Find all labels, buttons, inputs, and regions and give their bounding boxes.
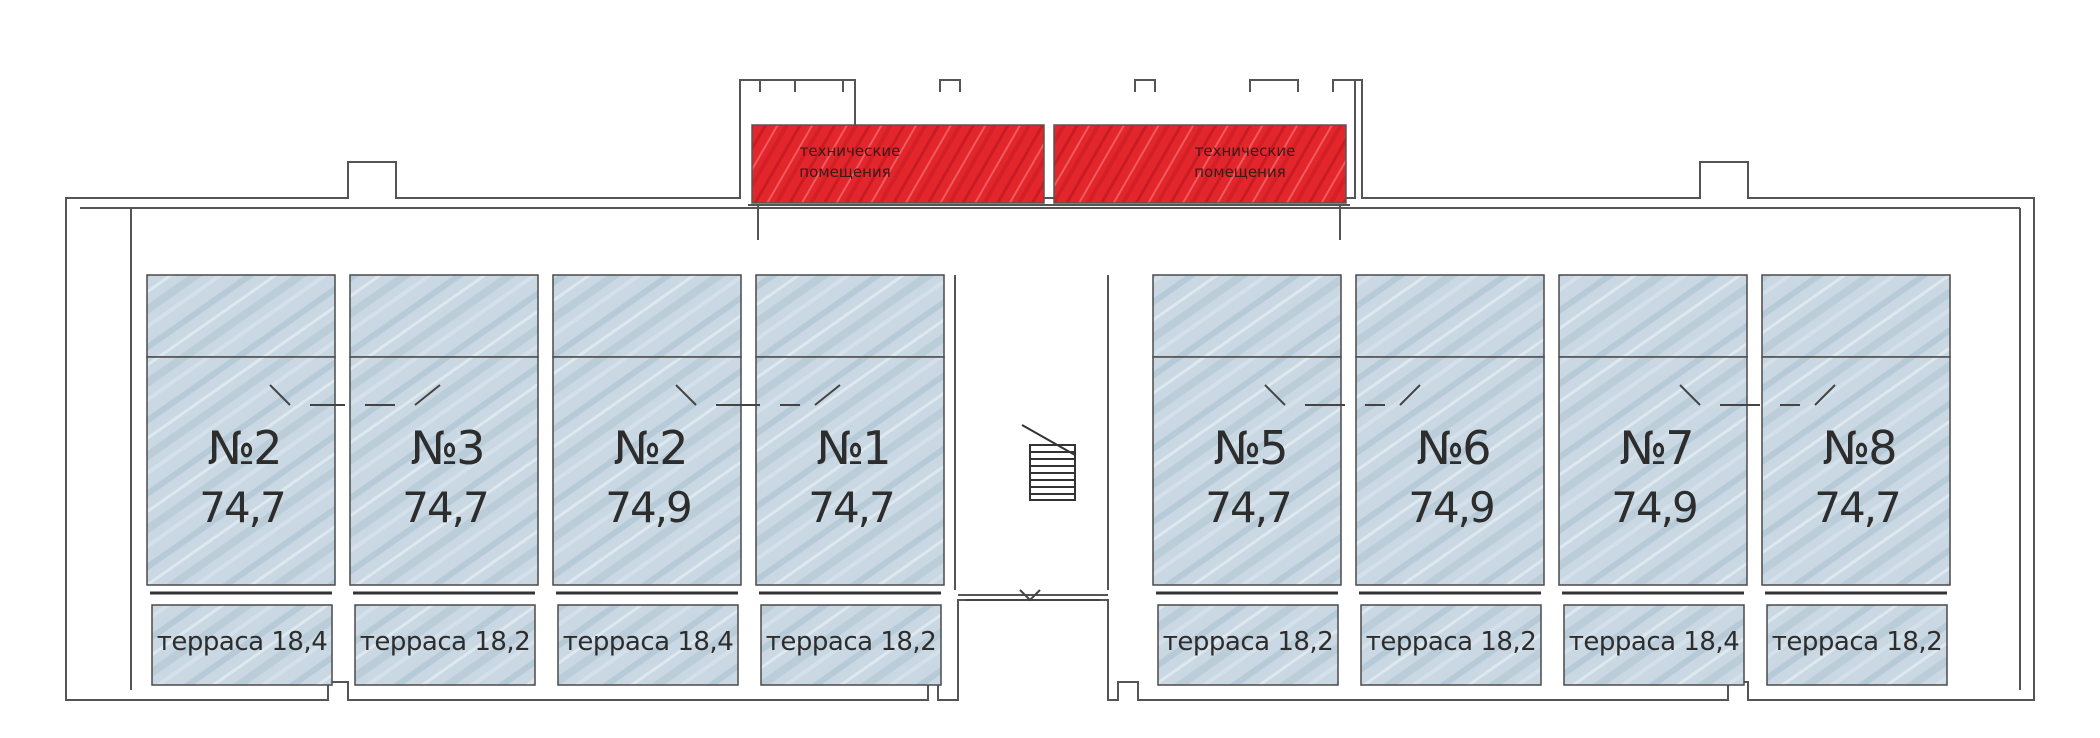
unit-2-room [349, 356, 539, 586]
unit-4[interactable]: №1 74,7 терраса 18,2 [755, 274, 945, 686]
unit-2-terrace-label: терраса 18,2 [360, 627, 530, 657]
unit-4-terrace-label: терраса 18,2 [766, 627, 936, 657]
unit-5-terrace [1157, 604, 1339, 686]
unit-6-room [1355, 356, 1545, 586]
unit-5[interactable]: №5 74,7 терраса 18,2 [1152, 274, 1342, 686]
unit-4-room [755, 356, 945, 586]
tech-room-left-label-1: технические [800, 142, 901, 160]
unit-3-room [552, 356, 742, 586]
unit-2-hall [349, 274, 539, 358]
unit-8-hall [1761, 274, 1951, 358]
unit-3-hall [552, 274, 742, 358]
tech-room-right [1053, 124, 1347, 204]
unit-4-area: 74,7 [808, 483, 894, 532]
unit-2-area: 74,7 [402, 483, 488, 532]
unit-5-terrace-label: терраса 18,2 [1163, 627, 1333, 657]
unit-1-number: №2 [207, 421, 280, 475]
unit-5-room [1152, 356, 1342, 586]
unit-1-terrace-label: терраса 18,4 [157, 627, 327, 657]
unit-2-terrace [354, 604, 536, 686]
unit-1-hall [146, 274, 336, 358]
unit-8-number: №8 [1822, 421, 1895, 475]
unit-4-terrace [760, 604, 942, 686]
unit-3[interactable]: №2 74,9 терраса 18,4 [552, 274, 742, 686]
unit-7-room [1558, 356, 1748, 586]
unit-6-terrace-label: терраса 18,2 [1366, 627, 1536, 657]
unit-6-hall [1355, 274, 1545, 358]
unit-3-area: 74,9 [605, 483, 691, 532]
tech-room-left [751, 124, 1045, 204]
unit-5-hall [1152, 274, 1342, 358]
tech-room-right-label-2: помещения [1194, 163, 1285, 181]
unit-6-area: 74,9 [1408, 483, 1494, 532]
unit-5-area: 74,7 [1205, 483, 1291, 532]
unit-3-number: №2 [613, 421, 686, 475]
unit-3-terrace-label: терраса 18,4 [563, 627, 733, 657]
partition-lines [269, 384, 1836, 602]
unit-8-terrace [1766, 604, 1948, 686]
unit-1-terrace [151, 604, 333, 686]
unit-7-terrace-label: терраса 18,4 [1569, 627, 1739, 657]
unit-8-room [1761, 356, 1951, 586]
unit-8[interactable]: №8 74,7 терраса 18,2 [1761, 274, 1951, 686]
unit-4-hall [755, 274, 945, 358]
unit-7-number: №7 [1619, 421, 1692, 475]
unit-4-number: №1 [816, 421, 889, 475]
unit-8-terrace-label: терраса 18,2 [1772, 627, 1942, 657]
unit-6[interactable]: №6 74,9 терраса 18,2 [1355, 274, 1545, 686]
building-outline [65, 79, 2035, 701]
unit-7-area: 74,9 [1611, 483, 1697, 532]
unit-7-terrace [1563, 604, 1745, 686]
tech-room-left-label-2: помещения [799, 163, 890, 181]
unit-2-number: №3 [410, 421, 483, 475]
unit-1-room [146, 356, 336, 586]
unit-6-terrace [1360, 604, 1542, 686]
unit-1[interactable]: №2 74,7 терраса 18,4 [146, 274, 336, 686]
unit-5-number: №5 [1213, 421, 1286, 475]
unit-1-area: 74,7 [199, 483, 285, 532]
tech-room-right-label-1: технические [1195, 142, 1296, 160]
unit-7-hall [1558, 274, 1748, 358]
unit-7[interactable]: №7 74,9 терраса 18,4 [1558, 274, 1748, 686]
unit-6-number: №6 [1416, 421, 1489, 475]
unit-3-terrace [557, 604, 739, 686]
unit-8-area: 74,7 [1814, 483, 1900, 532]
staircase-icon [1021, 424, 1076, 501]
unit-2[interactable]: №3 74,7 терраса 18,2 [349, 274, 539, 686]
